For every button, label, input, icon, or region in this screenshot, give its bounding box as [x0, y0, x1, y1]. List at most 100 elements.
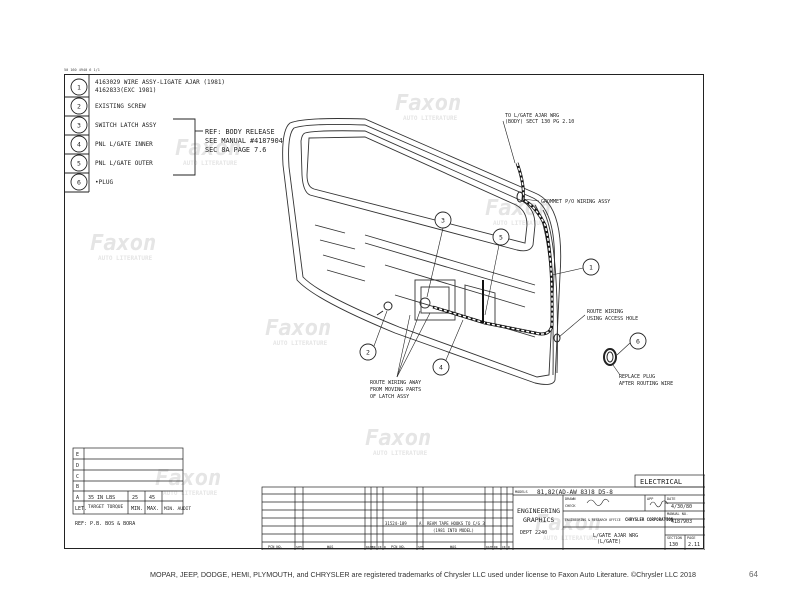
callout-replace-plug-1: REPLACE PLUG	[619, 374, 655, 380]
rev-header-ck-2: CK	[502, 545, 506, 549]
legend-balloon-6	[70, 173, 88, 191]
manual-no: 4187903	[671, 519, 692, 525]
balloon-num: 2	[366, 349, 370, 357]
panel-line	[322, 254, 366, 268]
callout-texts: TO L/GATE AJAR WRG (BODY) SECT 130 PG 2.…	[370, 113, 673, 400]
existing-screw	[383, 301, 393, 311]
watermark-text: Faxon	[535, 511, 601, 536]
title-block-text: ELECTRICAL MODELS 81,82(AD-AW 83)8 D5-8 …	[268, 478, 700, 549]
appr-label: APP	[647, 497, 653, 501]
legend-balloon-5	[70, 154, 88, 172]
legend-text: 4163029 WIRE ASSY-LIGATE AJAR (1981) 416…	[95, 79, 225, 186]
callout-grommet: GROMMET P/O WIRING ASSY	[541, 199, 610, 205]
balloon-num: 4	[439, 364, 443, 372]
torque-table-text: E D C B A 35 IN LBS 25 45 LET. TARGET TO…	[75, 452, 191, 527]
legend-item-2: EXISTING SCREW	[95, 103, 146, 110]
callout-route-hole-1: ROUTE WIRING	[587, 309, 623, 315]
leader-access-hole	[558, 314, 586, 338]
rev-header-date-2: DATE	[486, 545, 493, 549]
callout-replace-plug-2: AFTER ROUTING WIRE	[619, 381, 673, 387]
balloon-2	[359, 343, 377, 361]
header-code: 50 160 4940 6 1/1	[64, 68, 100, 72]
torque-target: 35 IN LBS	[88, 495, 115, 501]
callout-route-away-1: ROUTE WIRING AWAY	[370, 380, 421, 386]
category-box	[634, 474, 705, 488]
legend-item-4: PNL L/GATE INNER	[95, 141, 153, 148]
rev-header-ck: CK	[378, 545, 382, 549]
page-label: PAGE	[687, 536, 695, 540]
torque-max: 45	[149, 495, 155, 501]
leader-route-away-a	[396, 314, 411, 378]
rev-header-dr-2: DR	[494, 545, 498, 549]
legend-num: 4	[77, 141, 81, 149]
legend-balloon-numbers: 1 2 3 4 5 6	[77, 84, 81, 187]
access-hole	[553, 333, 561, 343]
leader-route-away-b	[396, 312, 431, 378]
leader-4	[445, 319, 464, 361]
rev-header-sym-2: SYM	[418, 545, 424, 549]
approved-signature	[649, 500, 669, 508]
watermark-sub: AUTO LITERATURE	[403, 115, 458, 122]
watermark-sub: AUTO LITERATURE	[493, 220, 548, 227]
revision-note-1: REAM TAPE HOOKS TO C/G 3	[427, 521, 485, 526]
leader-2	[373, 310, 388, 347]
drawing-sheet: Faxon AUTO LITERATURE Faxon AUTO LITERAT…	[64, 74, 705, 550]
liftgate-glass-inner	[306, 136, 528, 244]
rev-header-was-2: WAS	[450, 545, 456, 549]
torque-row-d: D	[76, 463, 79, 469]
screw-shank	[376, 310, 384, 316]
diagram-balloon-numbers: 1 2 3 4 5 6	[366, 217, 640, 372]
revision-area	[261, 486, 705, 550]
manual-label: MANUAL NO.	[667, 512, 688, 516]
latch-housing	[414, 279, 456, 321]
legend-balloon-4	[70, 135, 88, 153]
leader-5	[484, 244, 500, 316]
section: 130	[669, 542, 678, 548]
balloon-1	[582, 258, 600, 276]
watermark-text: Faxon	[90, 231, 156, 256]
rev-header-pcn-2: PCN NO.	[391, 545, 406, 549]
hardware	[376, 191, 617, 366]
legend-num: 5	[77, 160, 81, 168]
date-label: DATE	[667, 497, 675, 501]
brand: CHRYSLER CORPORATION	[625, 517, 674, 522]
watermark-text: Faxon	[265, 316, 331, 341]
rev-header-dr: DR	[372, 545, 376, 549]
footer-trademark: MOPAR, JEEP, DODGE, HEMI, PLYMOUTH, and …	[150, 570, 697, 579]
torque-row-c: C	[76, 474, 79, 480]
legend-item-1-line-1: 4163029 WIRE ASSY-LIGATE AJAR (1981)	[95, 79, 225, 86]
leader-6	[616, 342, 631, 356]
edge-seam	[542, 209, 558, 374]
dept-name-2: GRAPHICS	[523, 516, 554, 524]
legend-item-3: SWITCH LATCH ASSY	[95, 122, 157, 129]
torque-header-let: LET.	[75, 506, 87, 512]
callout-to-lgate-1: TO L/GATE AJAR WRG	[505, 113, 559, 119]
legend-item-1-line-2: 4162833(EXC 1981)	[95, 87, 156, 94]
models-label: MODELS	[515, 490, 528, 494]
torque-header-audit: MIN. AUDIT	[164, 506, 191, 512]
wire-harness-main	[432, 162, 554, 336]
ref-line-1: REF: BODY RELEASE	[205, 128, 275, 136]
plug-inner	[606, 351, 614, 363]
rev-header-pcn: PCN NO.	[268, 545, 283, 549]
page-number: 64	[749, 570, 758, 579]
rev-header-r-2: R	[508, 545, 510, 549]
legend-num: 1	[77, 84, 81, 92]
balloon-num: 1	[589, 264, 593, 272]
legend-num: 2	[77, 103, 81, 111]
balloon-5	[492, 228, 510, 246]
panel-line	[319, 239, 356, 250]
leader-lines	[373, 120, 631, 378]
drawing-canvas: Faxon AUTO LITERATURE Faxon AUTO LITERAT…	[65, 75, 705, 550]
liftgate-illustration	[282, 118, 562, 385]
panel-line	[364, 234, 536, 286]
ref-line-2: SEE MANUAL #4187904	[205, 137, 283, 145]
panel-line	[364, 242, 536, 294]
legend-num: 3	[77, 122, 81, 130]
legend-balloon-2	[70, 97, 88, 115]
liftgate-inner-edge	[288, 123, 555, 378]
leader-to-lgate	[502, 120, 516, 164]
leader-plug	[612, 364, 621, 376]
revision-no: 31524-189	[385, 521, 407, 526]
torque-row-a: A	[76, 495, 79, 501]
